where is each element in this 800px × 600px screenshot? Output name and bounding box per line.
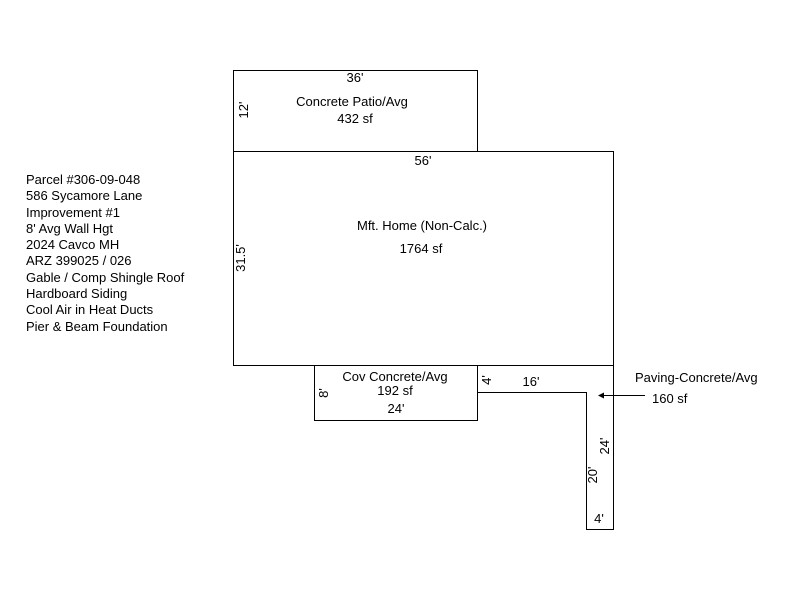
home-side-dim: 31.5' <box>233 244 248 272</box>
home-name: Mft. Home (Non-Calc.) <box>357 218 487 233</box>
home-area: 1764 sf <box>400 241 443 256</box>
parcel-info-line: Pier & Beam Foundation <box>26 318 168 334</box>
parcel-info-line: ARZ 399025 / 026 <box>26 253 132 269</box>
paving-right-dim: 24' <box>597 438 612 455</box>
home-top-dim: 56' <box>415 153 432 168</box>
parcel-info-line: Gable / Comp Shingle Roof <box>26 269 185 285</box>
parcel-info-line: 8' Avg Wall Hgt <box>26 220 114 236</box>
paving-left-dim: 20' <box>585 467 600 484</box>
cov-concrete-name: Cov Concrete/Avg <box>342 369 447 384</box>
parcel-info-line: 2024 Cavco MH <box>26 237 120 253</box>
parcel-info-line: Cool Air in Heat Ducts <box>26 302 154 318</box>
paving-bottom-dim: 4' <box>594 511 604 526</box>
paving-name: Paving-Concrete/Avg <box>635 370 758 385</box>
paving-outline <box>477 365 614 530</box>
cov-concrete-right-dim: 4' <box>479 375 494 385</box>
patio-name: Concrete Patio/Avg <box>296 94 408 109</box>
paving-top-dim: 16' <box>523 374 540 389</box>
parcel-info-line: Hardboard Siding <box>26 286 128 302</box>
patio-area: 432 sf <box>337 111 373 126</box>
parcel-info-line: 586 Sycamore Lane <box>26 188 143 204</box>
patio-top-dim: 36' <box>347 70 364 85</box>
parcel-info-line: Parcel #306-09-048 <box>26 172 141 187</box>
cov-concrete-area: 192 sf <box>377 383 413 398</box>
cov-concrete-side-dim: 8' <box>316 388 331 398</box>
cov-concrete-bottom-dim: 24' <box>388 401 405 416</box>
paving-arrow-head <box>598 392 604 399</box>
parcel-info-line: Improvement #1 <box>26 204 120 220</box>
home-outline <box>233 151 614 366</box>
parcel-info-list: Parcel #306-09-048 586 Sycamore Lane Imp… <box>26 172 184 335</box>
paving-area: 160 sf <box>652 391 688 406</box>
patio-side-dim: 12' <box>236 102 251 119</box>
